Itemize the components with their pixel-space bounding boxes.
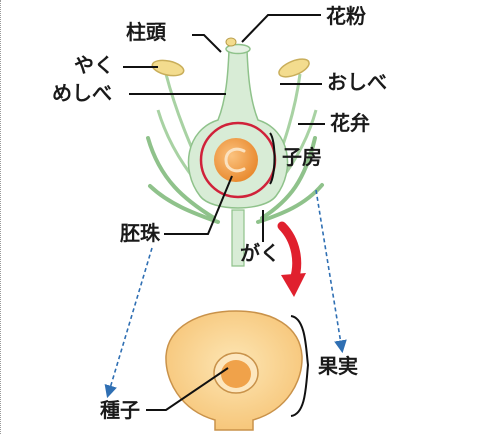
fruit-illustration	[166, 311, 302, 430]
label-stamen: おしべ	[327, 72, 387, 92]
pistil	[188, 50, 287, 208]
label-ovary: 子房	[282, 147, 322, 167]
label-seed: 種子	[100, 400, 140, 420]
label-anther: やく	[74, 55, 114, 75]
pollen-grain	[226, 38, 236, 46]
label-fruit: 果実	[318, 356, 358, 376]
dashed-arrow-ovule-to-seed	[108, 248, 152, 395]
seed-inner	[221, 360, 251, 388]
anther-right	[277, 56, 312, 81]
dashed-arrow-ovary-to-fruit	[316, 190, 342, 350]
label-stigma: 柱頭	[126, 22, 166, 42]
label-pistil: めしべ	[52, 83, 112, 103]
label-ovule: 胚珠	[120, 223, 160, 243]
ovule	[214, 138, 258, 182]
label-petal: 花弁	[330, 113, 370, 133]
red-arrow	[281, 226, 306, 297]
label-sepal: がく	[240, 243, 280, 263]
label-pollen: 花粉	[326, 6, 366, 26]
